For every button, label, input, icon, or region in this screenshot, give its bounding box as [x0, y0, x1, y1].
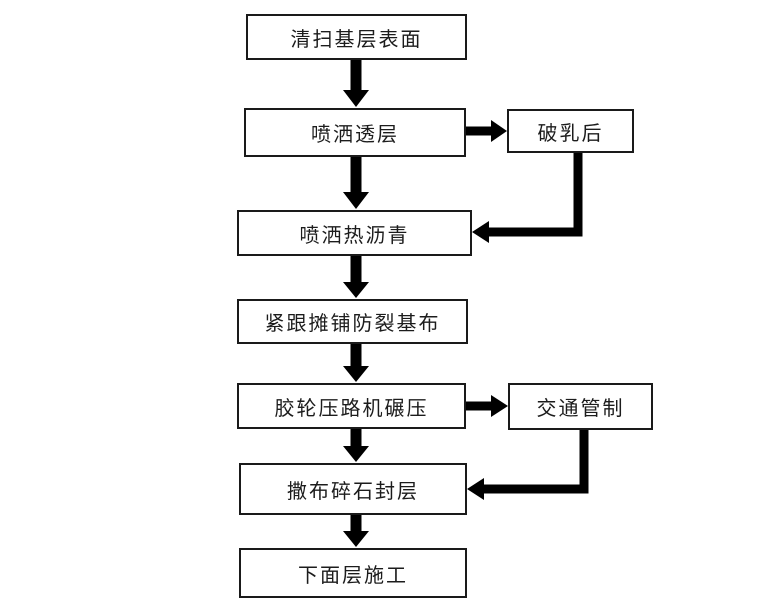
- arrow-down-icon-4-5: [343, 256, 369, 298]
- flow-node-after-demulsification: 破乳后: [507, 109, 634, 153]
- arrow-down-icon-1-2: [343, 60, 369, 107]
- arrow-right-icon-2-3: [466, 120, 507, 142]
- flow-node-lower-layer-construction: 下面层施工: [239, 548, 467, 598]
- arrow-down-icon-5-6: [343, 344, 369, 382]
- arrow-elbow-icon-7-8: [467, 429, 589, 500]
- flow-node-spread-gravel-seal: 撒布碎石封层: [239, 463, 467, 515]
- flow-node-rubber-roller-compaction: 胶轮压路机碾压: [237, 383, 466, 429]
- flow-node-clean-base-surface: 清扫基层表面: [246, 14, 467, 60]
- arrow-down-icon-6-8: [343, 429, 369, 462]
- flow-node-lay-anticrack-fabric: 紧跟摊铺防裂基布: [237, 299, 468, 344]
- flow-node-spray-prime-coat: 喷洒透层: [244, 108, 466, 157]
- flow-node-traffic-control: 交通管制: [508, 383, 653, 430]
- arrow-down-icon-8-9: [343, 515, 369, 547]
- arrow-down-icon-2-4: [343, 157, 369, 209]
- arrow-right-icon-6-7: [466, 395, 508, 417]
- flow-node-spray-hot-asphalt: 喷洒热沥青: [237, 210, 472, 256]
- arrow-elbow-icon-3-4: [472, 153, 583, 243]
